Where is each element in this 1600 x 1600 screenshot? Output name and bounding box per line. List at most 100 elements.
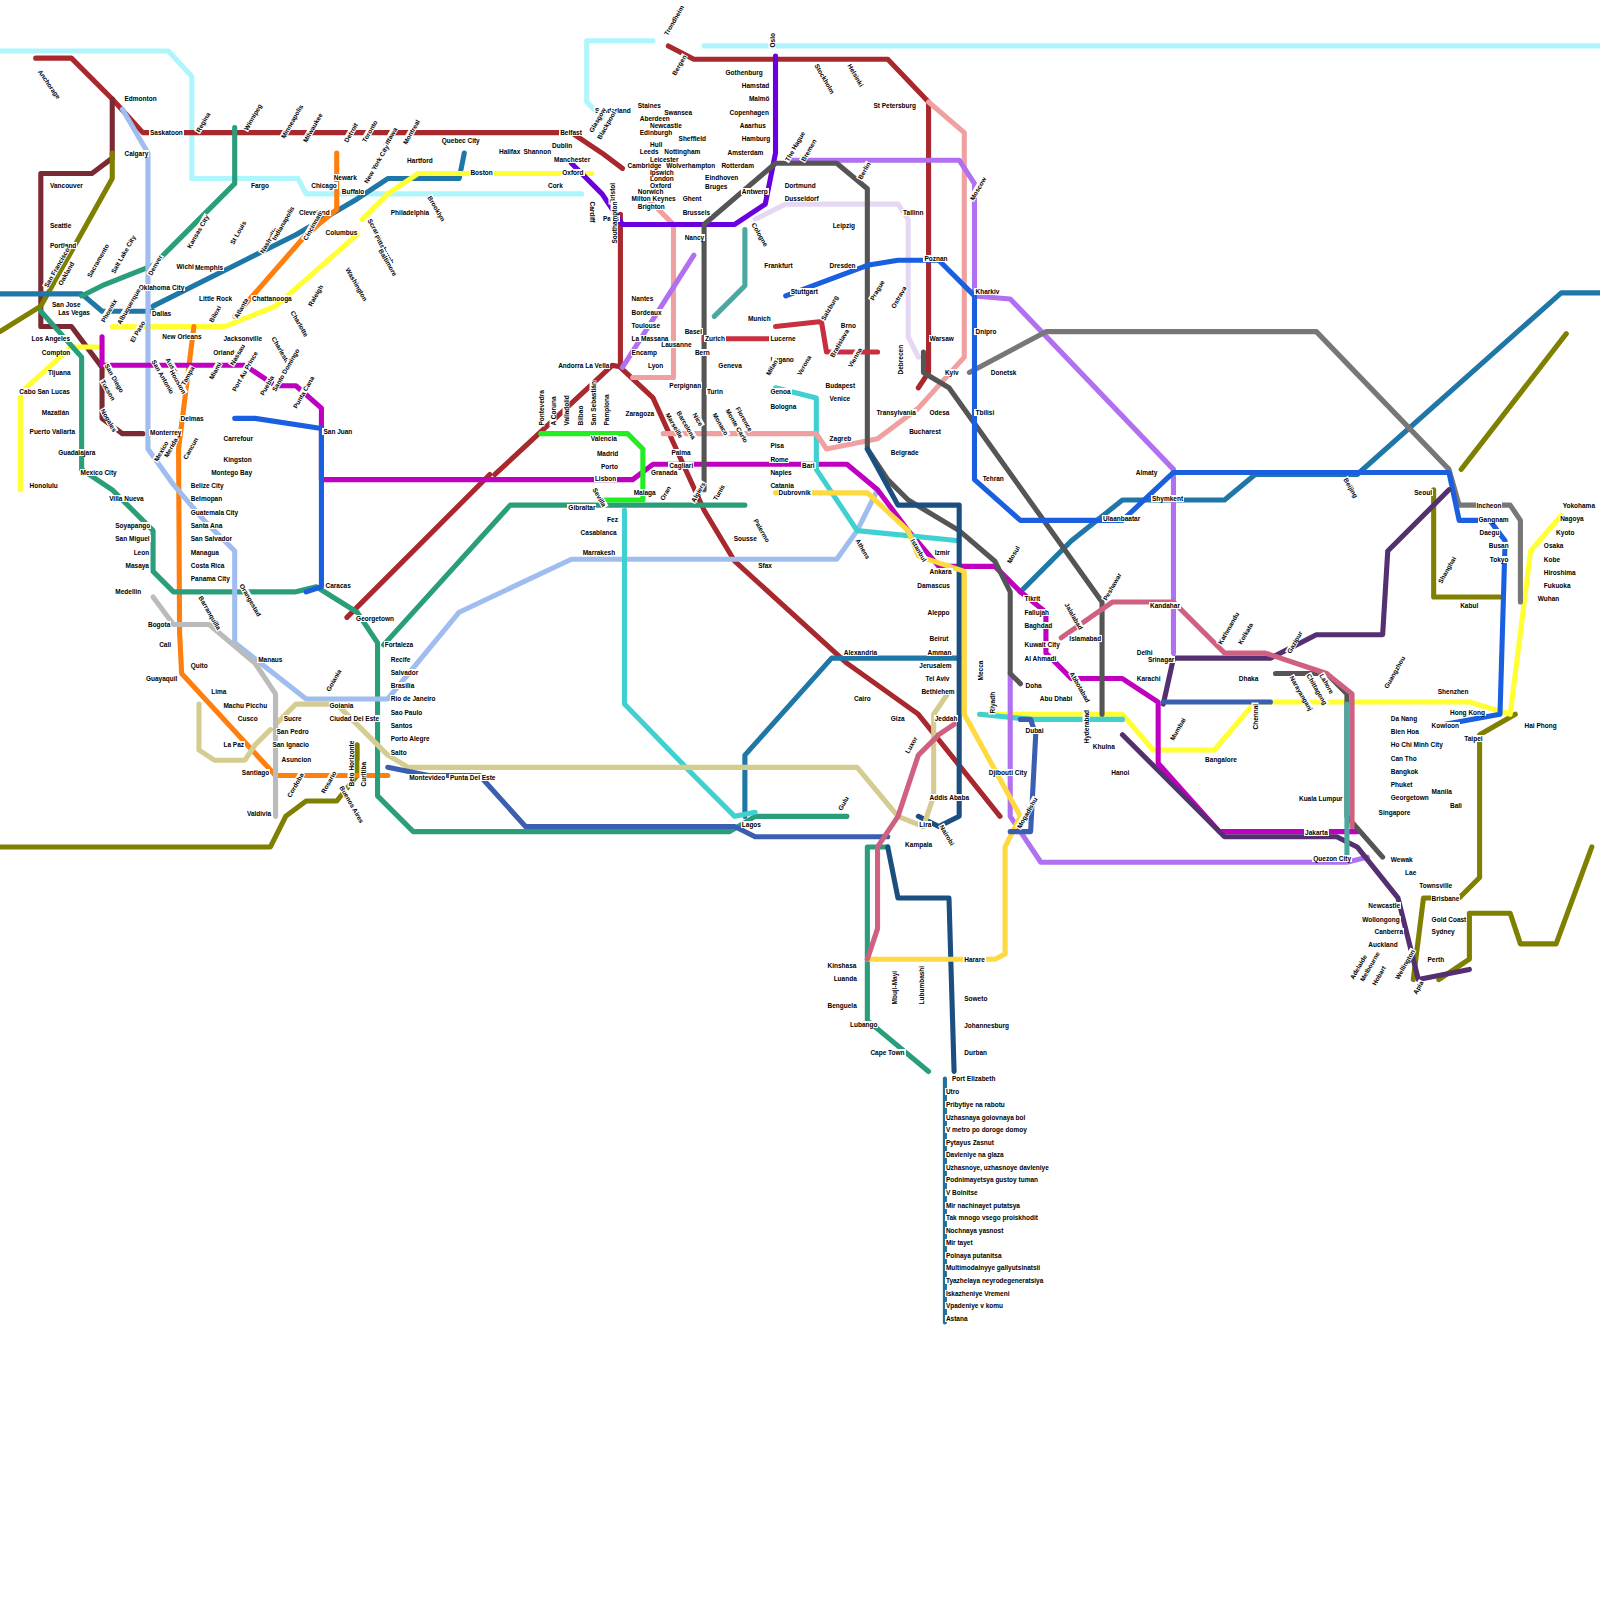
station-label: Dubai xyxy=(1024,727,1044,734)
station-label: Boston xyxy=(469,169,493,176)
station-label: A Coruna xyxy=(550,396,557,427)
station-label: San Ignacio xyxy=(271,741,309,748)
route-line xyxy=(1122,490,1469,980)
station-label: Halifax xyxy=(498,148,521,155)
station-label: Osaka xyxy=(1543,542,1565,549)
station-label: Oklahoma City xyxy=(138,284,186,291)
station-label: Ciudad Del Este xyxy=(329,715,380,722)
station-label: Dhaka xyxy=(1238,675,1260,682)
station-label: Auckland xyxy=(1367,941,1398,948)
station-label: Luxor xyxy=(903,734,919,755)
station-label: Mumbai xyxy=(1168,716,1187,743)
station-label: Honolulu xyxy=(29,482,59,489)
station-label: Peshawar xyxy=(1101,570,1123,602)
station-label: Palma xyxy=(670,449,691,456)
station-label: Basel xyxy=(684,328,703,335)
station-label: Alexandria xyxy=(843,649,878,656)
station-label: Milwaukee xyxy=(301,111,324,144)
station-label: Gothenburg xyxy=(724,69,763,76)
station-label: Almaty xyxy=(1135,469,1159,476)
station-label: Yokohama xyxy=(1562,502,1596,509)
station-label: Bangkok xyxy=(1390,768,1419,775)
station-label: Hai Phong xyxy=(1523,722,1557,729)
station-label: San Sebastián xyxy=(589,380,596,426)
route-line xyxy=(388,702,1271,837)
station-label: Guadalajara xyxy=(57,449,96,456)
station-label: Podnimayetsya gustoy tuman xyxy=(945,1176,1039,1183)
station-label: Luanda xyxy=(833,975,858,982)
station-label: Montego Bay xyxy=(210,469,253,476)
station-label: Charlotte xyxy=(289,308,310,338)
station-label: Rio de Janeiro xyxy=(390,695,437,702)
station-label: Encamp xyxy=(631,349,658,356)
station-label: Valdivia xyxy=(246,810,272,817)
station-label: Sheffield xyxy=(678,135,707,142)
station-label: Santiago xyxy=(241,769,270,776)
station-label: Dusseldorf xyxy=(784,195,820,202)
station-label: Cali xyxy=(158,641,172,648)
station-label: Dortmund xyxy=(784,182,817,189)
station-label: Hyderabad xyxy=(1082,709,1089,745)
station-label: Quito xyxy=(190,662,209,669)
station-label: Hanoi xyxy=(1110,769,1130,776)
station-label: Chattanooga xyxy=(251,295,293,302)
route-line xyxy=(0,41,1600,194)
station-label: Pisa xyxy=(769,442,784,449)
station-label: Mir nachinayet putatsya xyxy=(945,1202,1021,1209)
station-label: Islamabad xyxy=(1068,635,1102,642)
station-label: Wewak xyxy=(1390,856,1414,863)
station-label: Perpignan xyxy=(668,382,702,389)
station-label: San Pedro xyxy=(276,728,310,735)
station-label: Shannon xyxy=(522,148,552,155)
station-label: Izmir xyxy=(934,549,951,556)
station-label: Bangalore xyxy=(1204,756,1238,763)
station-label: Andorra La Vella xyxy=(557,362,610,369)
route-line xyxy=(755,204,918,357)
station-label: Warsaw xyxy=(929,335,955,342)
station-label: Compton xyxy=(41,349,72,356)
station-label: Abu Dhabi xyxy=(1039,695,1074,702)
station-label: Cusco xyxy=(237,715,259,722)
station-label: Transylvania xyxy=(876,409,917,416)
route-line xyxy=(867,449,959,1071)
station-label: Lausanne xyxy=(660,341,692,348)
station-label: La Paz xyxy=(222,741,245,748)
station-label: Curitiba xyxy=(360,761,367,788)
station-label: Shanghai xyxy=(1436,555,1458,586)
station-label: Edmonton xyxy=(123,95,157,102)
station-label: Damascus xyxy=(916,582,951,589)
station-label: Quezon City xyxy=(1312,855,1352,862)
station-label: Guangzhou xyxy=(1382,654,1407,690)
station-label: Delmas xyxy=(180,415,205,422)
station-label: Uzhasnoye, uzhasnoye davleniye xyxy=(945,1164,1050,1171)
station-label: Hiroshima xyxy=(1543,569,1577,576)
station-label: Vancouver xyxy=(49,182,84,189)
station-label: Goiania xyxy=(323,668,342,694)
station-label: Ostrava xyxy=(889,284,908,310)
station-label: Seoul xyxy=(1413,489,1433,496)
station-label: Dublin xyxy=(551,142,573,149)
station-label: Wuhan xyxy=(1537,595,1561,602)
station-label: Riyadh xyxy=(988,691,995,715)
station-label: Dresden xyxy=(829,262,857,269)
station-label: Hartford xyxy=(406,157,434,164)
station-label: Masaya xyxy=(124,562,150,569)
station-label: Catania xyxy=(769,482,794,489)
station-label: Tbilisi xyxy=(974,409,995,416)
station-label: Sao Paulo xyxy=(390,709,423,716)
station-label: Turin xyxy=(706,388,724,395)
station-label: Brasilia xyxy=(390,682,416,689)
station-label: Dallas xyxy=(151,310,172,317)
station-label: Pamplona xyxy=(603,393,610,426)
station-label: Quebec City xyxy=(441,137,481,144)
station-label: Salto xyxy=(390,749,408,756)
station-label: Southampton xyxy=(611,201,618,245)
station-label: Phuket xyxy=(1390,781,1414,788)
station-label: Cairo xyxy=(853,695,872,702)
station-label: Khulna xyxy=(1092,743,1116,750)
station-label: Edinburgh xyxy=(639,129,674,136)
station-label: Fez xyxy=(606,516,619,523)
station-label: Manaus xyxy=(257,656,283,663)
station-label: Budapest xyxy=(824,382,856,389)
station-label: Trondheim xyxy=(662,3,686,37)
